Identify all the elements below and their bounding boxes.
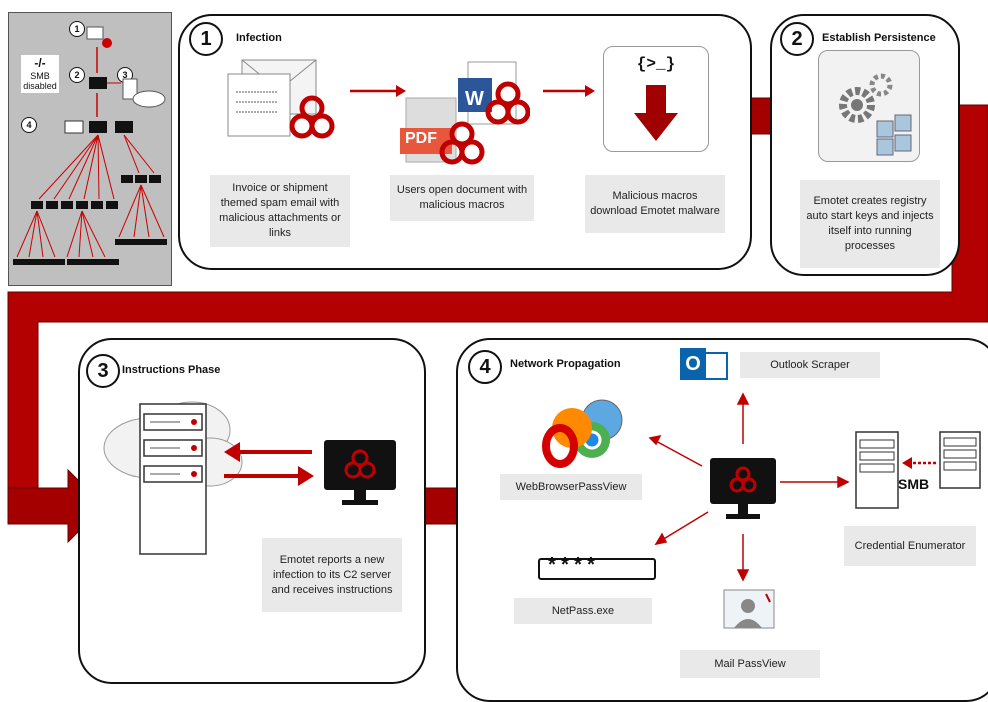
- label-netpass: NetPass.exe: [514, 598, 652, 624]
- panel-instructions: [78, 338, 426, 684]
- gear-icon: [839, 73, 912, 156]
- smb-label: SMB: [898, 476, 930, 492]
- mini-network-graphic: [13, 26, 167, 265]
- label-webbrowserpassview: WebBrowserPassView: [500, 474, 642, 500]
- download-arrow-icon: [634, 85, 678, 141]
- step-number-2: 2: [780, 22, 814, 56]
- step-number-3: 3: [86, 354, 120, 388]
- panel-title-instructions: Instructions Phase: [122, 364, 221, 376]
- caption-macros-download: Malicious macros download Emotet malware: [585, 175, 725, 233]
- arrow-right: [543, 85, 595, 97]
- mini-step-1: 1: [69, 21, 85, 37]
- servers-smb-icon: [855, 431, 981, 509]
- mail-passview-icon: [723, 589, 775, 629]
- arrow-right: [350, 85, 406, 97]
- step-number-4: 4: [468, 350, 502, 384]
- caption-instructions: Emotet reports a new infection to its C2…: [262, 538, 402, 612]
- bidirectional-arrows: [224, 442, 314, 486]
- label-mail-passview: Mail PassView: [680, 650, 820, 678]
- overview-thumbnail: 1 2 3 4 -/- SMB disabled: [8, 12, 172, 286]
- caption-spam-email: Invoice or shipment themed spam email wi…: [210, 175, 350, 247]
- step-number-1: 1: [189, 22, 223, 56]
- label-credential-enumerator: Credential Enumerator: [844, 526, 976, 566]
- center-infected-computer-icon: [710, 458, 776, 519]
- password-mask: ****: [546, 556, 599, 579]
- documents-icon: [400, 61, 530, 165]
- gears-windows-icon: [818, 50, 920, 162]
- panel-network-propagation: [456, 338, 988, 702]
- mini-step-2: 2: [69, 67, 85, 83]
- word-letter: W: [465, 88, 484, 110]
- panel-title-network-propagation: Network Propagation: [510, 358, 621, 370]
- caption-persistence: Emotet creates registry auto start keys …: [800, 180, 940, 268]
- infected-computer-icon: [324, 440, 396, 505]
- smb-disabled-symbol: -/-: [34, 56, 46, 70]
- panel-title-infection: Infection: [236, 32, 282, 44]
- browsers-icon: [542, 399, 623, 468]
- c2-server-cloud-icon: [103, 401, 243, 555]
- panel-title-persistence: Establish Persistence: [822, 32, 936, 44]
- spam-email-icon: [227, 59, 335, 139]
- smb-disabled-text: SMB disabled: [23, 71, 57, 91]
- smb-disabled-note: -/- SMB disabled: [21, 55, 59, 93]
- mini-step-4: 4: [21, 117, 37, 133]
- outlook-letter: O: [680, 348, 706, 380]
- outlook-icon: O: [680, 348, 728, 384]
- password-field-icon: ****: [538, 556, 656, 580]
- download-icon: {>_}: [603, 46, 709, 152]
- caption-open-document: Users open document with malicious macro…: [390, 175, 534, 221]
- code-symbol: {>_}: [636, 55, 676, 73]
- label-outlook-scraper: Outlook Scraper: [740, 352, 880, 378]
- pdf-label: PDF: [405, 130, 437, 147]
- propagation-arrows: [648, 392, 850, 582]
